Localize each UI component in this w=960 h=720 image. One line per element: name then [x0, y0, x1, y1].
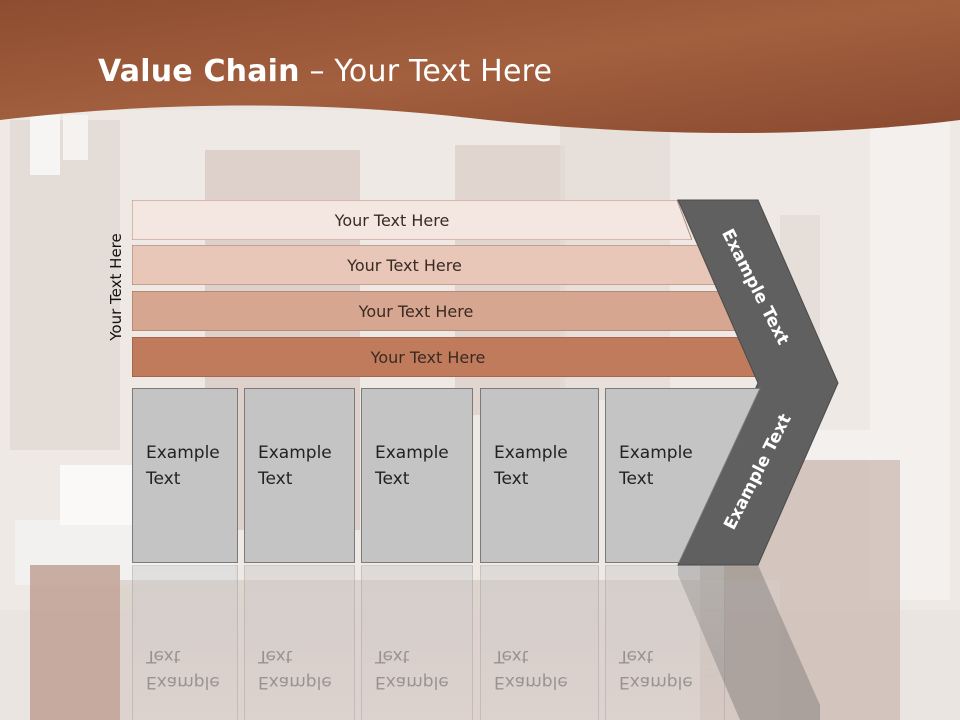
row-1-shape [132, 200, 692, 240]
row-4: Your Text Here [132, 337, 764, 377]
title-bold: Value Chain [98, 54, 300, 89]
column-5-line1: Example [619, 443, 693, 463]
column-2-reflect-line2: Text [258, 646, 293, 666]
column-4-reflect-line1: Example [494, 672, 568, 692]
column-2-line2: Text [258, 469, 293, 489]
column-1-line1: Example [146, 443, 220, 463]
column-1-line2: Text [146, 469, 181, 489]
header-band [0, 0, 960, 133]
column-1-shape [132, 388, 238, 563]
column-1-reflect-line2: Text [146, 646, 181, 666]
column-1-reflect-line1: Example [146, 672, 220, 692]
column-2-reflection: Example Text [244, 565, 355, 720]
chevron-arrow [677, 199, 839, 566]
row-4-label: Your Text Here [370, 347, 486, 367]
column-4-line2: Text [494, 469, 529, 489]
column-3-shape [361, 388, 473, 563]
column-3-reflection: Example Text [361, 565, 473, 720]
column-5-reflect-line1: Example [619, 672, 693, 692]
row-3-label: Your Text Here [358, 301, 474, 321]
row-2: Your Text Here [132, 245, 717, 285]
column-5-reflect-line2: Text [619, 646, 654, 666]
chevron-reflection [678, 565, 820, 720]
row-1: Your Text Here [132, 200, 692, 240]
column-2-line1: Example [258, 443, 332, 463]
column-5-shape [605, 388, 761, 563]
row-2-shape [132, 245, 717, 285]
title-rest: – Your Text Here [299, 54, 553, 89]
column-2-reflect-line1: Example [258, 672, 332, 692]
row-1-label: Your Text Here [334, 210, 450, 230]
column-3-reflect-line1: Example [375, 672, 449, 692]
side-label: Your Text Here [107, 233, 125, 341]
column-1-reflection: Example Text [132, 565, 238, 720]
column-4-reflection: Example Text [480, 565, 599, 720]
column-3-line2: Text [375, 469, 410, 489]
row-3: Your Text Here [132, 291, 740, 331]
row-2-label: Your Text Here [347, 255, 462, 275]
page-title: Value Chain – Your Text Here [98, 54, 552, 89]
row-3-shape [132, 291, 740, 331]
column-4-line1: Example [494, 443, 568, 463]
row-4-shape [132, 337, 764, 377]
column-4-reflect-line2: Text [494, 646, 529, 666]
column-3-line1: Example [375, 443, 449, 463]
column-3-reflect-line2: Text [375, 646, 410, 666]
column-5-reflection: Example Text [605, 565, 725, 720]
column-5-line2: Text [619, 469, 654, 489]
column-2-shape [244, 388, 355, 563]
column-4-shape [480, 388, 599, 563]
